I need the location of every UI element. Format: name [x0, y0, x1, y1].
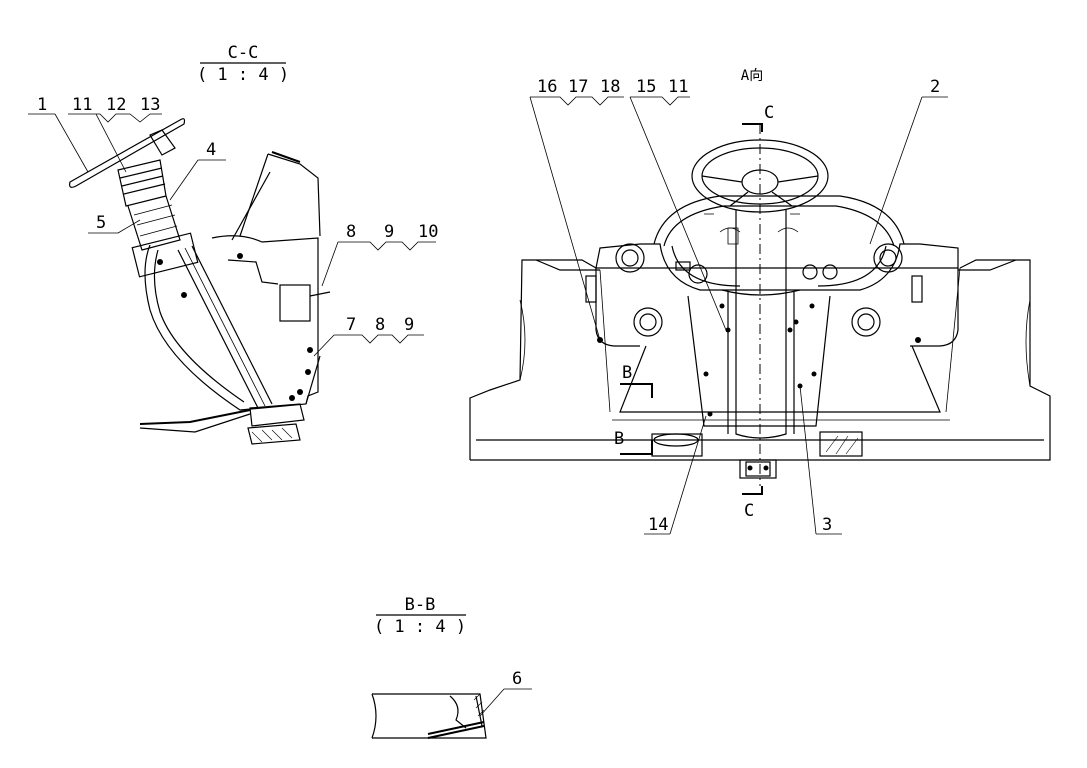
cut-mark-b-bottom: B — [614, 429, 624, 449]
cut-mark-b-top: B — [622, 363, 632, 383]
cut-mark-c-bottom: C — [744, 501, 754, 521]
callout-16: 16 — [537, 77, 557, 97]
callout-18: 18 — [600, 77, 620, 97]
view-a-front: A向 — [469, 68, 1051, 535]
callout-10: 10 — [418, 222, 438, 242]
callout-7: 7 — [346, 315, 356, 335]
callout-2: 2 — [930, 77, 940, 97]
cut-mark-c-top: C — [764, 103, 774, 123]
section-bb-title: B-B — [405, 595, 436, 615]
callout-9-bottom: 9 — [404, 315, 414, 335]
section-cc-view: C-C ( 1 : 4 ) — [28, 43, 438, 445]
view-a-title: A向 — [741, 68, 763, 84]
section-bb-view: B-B ( 1 : 4 ) 6 — [371, 595, 532, 739]
callout-13: 13 — [140, 95, 160, 115]
callout-4: 4 — [206, 140, 216, 160]
section-bb-scale: ( 1 : 4 ) — [374, 617, 466, 637]
callout-17: 17 — [568, 77, 588, 97]
callout-9-top: 9 — [384, 222, 394, 242]
callout-8-top: 8 — [346, 222, 356, 242]
callout-6: 6 — [512, 669, 522, 689]
callout-1: 1 — [37, 95, 47, 115]
callout-5: 5 — [96, 213, 106, 233]
callout-14: 14 — [648, 515, 668, 535]
callout-3: 3 — [822, 515, 832, 535]
callout-8-bottom: 8 — [375, 315, 385, 335]
section-cc-title: C-C — [228, 43, 259, 63]
callout-11-cc: 11 — [72, 95, 92, 115]
section-cc-scale: ( 1 : 4 ) — [197, 65, 289, 85]
callout-12: 12 — [106, 95, 126, 115]
callout-15: 15 — [636, 77, 656, 97]
callout-11-a: 11 — [668, 77, 688, 97]
